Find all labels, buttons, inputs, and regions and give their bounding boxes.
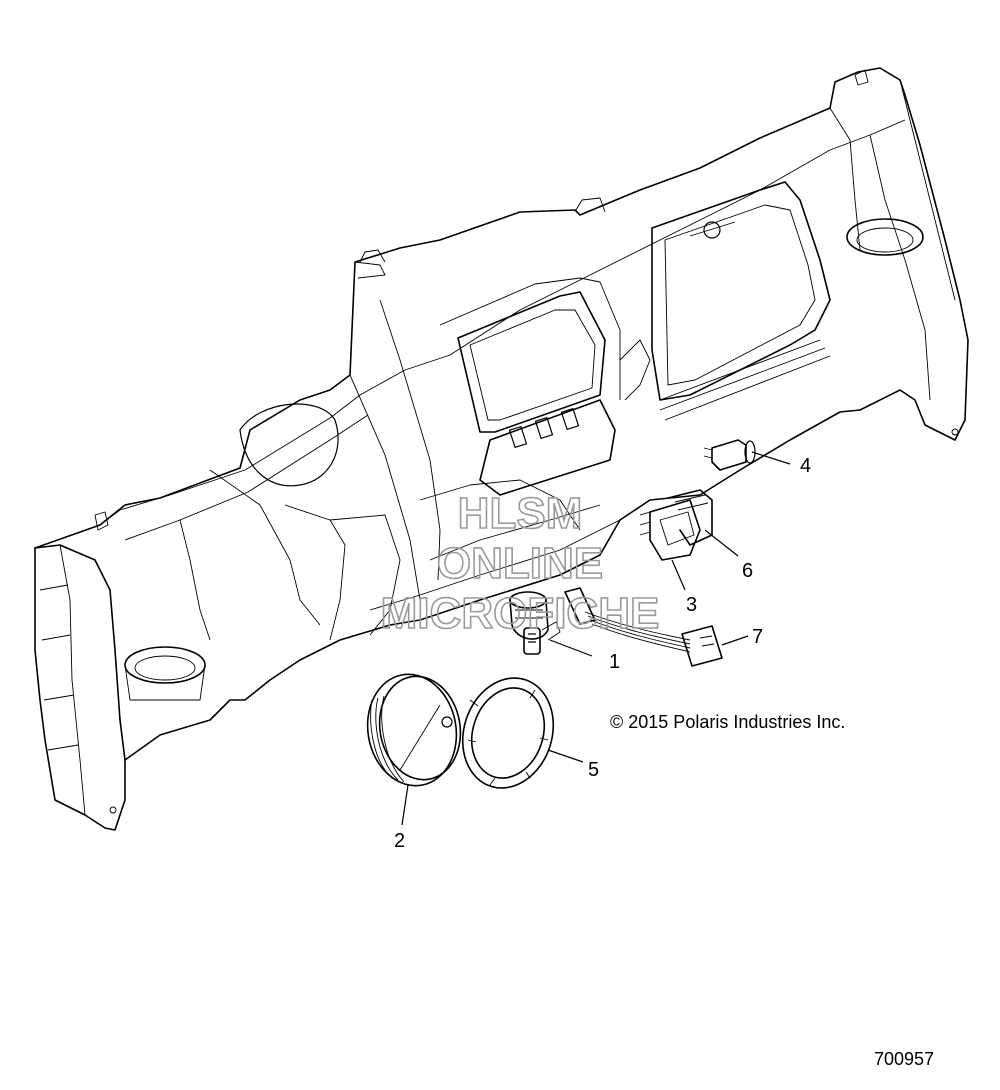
callout-6: 6 <box>742 560 753 582</box>
part-speaker-bezel <box>461 677 555 789</box>
watermark-line-2: ONLINE <box>437 539 603 588</box>
watermark-line-1: HLSM <box>458 489 583 538</box>
leader-line-1 <box>549 639 593 657</box>
leader-line-2 <box>401 784 409 826</box>
leader-line-4 <box>751 451 791 465</box>
callout-5: 5 <box>588 759 599 781</box>
callout-labels: 1 2 3 4 5 6 7 <box>394 455 811 852</box>
callout-3: 3 <box>686 594 697 616</box>
leader-line-5 <box>547 749 584 763</box>
dashboard-panel <box>34 67 969 831</box>
callout-4: 4 <box>800 455 811 477</box>
watermark: HLSM ONLINE MICROFICHE <box>380 488 660 639</box>
copyright-text: © 2015 Polaris Industries Inc. <box>610 712 845 732</box>
part-wiring-harness <box>564 587 723 667</box>
leader-line-3 <box>671 559 686 591</box>
part-rocker-switch <box>639 499 701 561</box>
callout-7: 7 <box>752 626 763 648</box>
callout-1: 1 <box>609 651 620 673</box>
part-power-switch <box>703 439 756 471</box>
callout-2: 2 <box>394 830 405 852</box>
leader-line-6 <box>704 529 739 557</box>
watermark-line-3: MICROFICHE <box>381 589 660 638</box>
part-ignition-switch <box>509 591 561 655</box>
part-speaker <box>366 673 462 787</box>
figure-number: 700957 <box>874 1049 934 1069</box>
leader-line-7 <box>721 635 749 646</box>
part-switch <box>667 489 713 546</box>
leader-lines <box>401 451 791 826</box>
